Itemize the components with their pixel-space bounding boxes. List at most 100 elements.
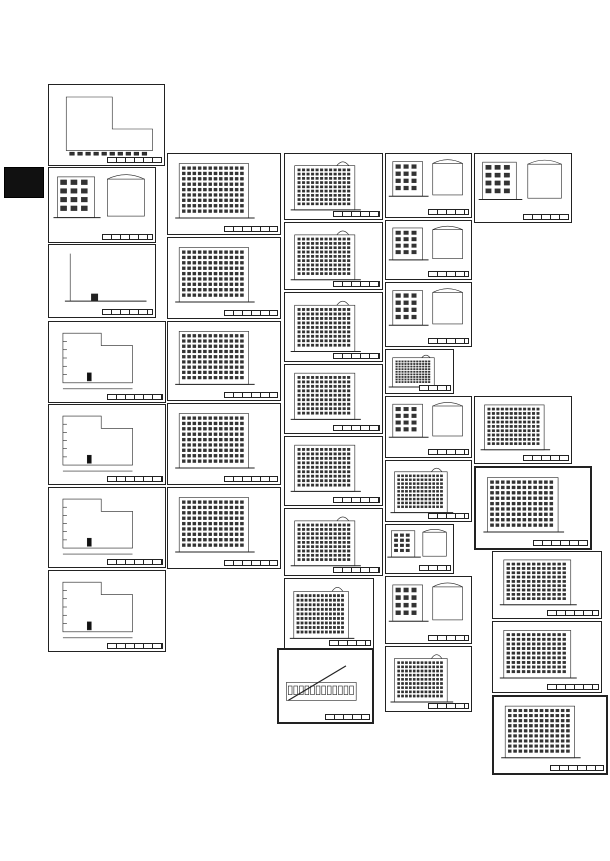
detail-sheet[interactable] bbox=[385, 576, 472, 644]
tower-elevation-sheet[interactable] bbox=[284, 222, 383, 290]
long-section-sheet[interactable] bbox=[277, 648, 374, 724]
sheet-drawing bbox=[390, 467, 454, 514]
title-block bbox=[547, 610, 599, 616]
elevation-sheet[interactable] bbox=[474, 396, 572, 464]
tower-elevation-sheet[interactable] bbox=[284, 508, 383, 576]
title-block bbox=[107, 476, 163, 482]
title-block bbox=[333, 211, 380, 217]
title-block bbox=[107, 643, 163, 649]
floor-plan-sheet[interactable] bbox=[48, 404, 166, 485]
tower-elevation-sheet[interactable] bbox=[385, 646, 472, 712]
sheet-drawing bbox=[175, 413, 255, 469]
sheet-drawing bbox=[290, 372, 361, 420]
title-block bbox=[328, 640, 371, 646]
sheet-drawing bbox=[286, 665, 357, 701]
title-block bbox=[418, 565, 451, 571]
tower-elevation-sheet[interactable] bbox=[284, 292, 383, 362]
detail-sheet[interactable] bbox=[385, 524, 454, 574]
elevation-sheet[interactable] bbox=[167, 321, 281, 401]
title-block bbox=[333, 353, 380, 359]
sheet-drawing bbox=[175, 163, 255, 219]
sheet-drawing bbox=[387, 529, 447, 558]
floor-plan-sheet[interactable] bbox=[48, 321, 166, 403]
tower-elevation-sheet[interactable] bbox=[284, 578, 374, 649]
detail-sheet[interactable] bbox=[385, 282, 472, 347]
tower-elevation-sheet[interactable] bbox=[284, 153, 383, 220]
plan-detail-sheet[interactable] bbox=[48, 167, 156, 243]
elevation-sheet[interactable] bbox=[284, 364, 383, 434]
detail-sheet[interactable] bbox=[385, 396, 472, 458]
detail-sheet[interactable] bbox=[385, 153, 472, 218]
sheet-drawing bbox=[53, 174, 145, 219]
title-block bbox=[224, 392, 278, 398]
sheet-drawing bbox=[390, 654, 454, 703]
sheet-drawing bbox=[175, 497, 255, 553]
sheet-drawing bbox=[499, 630, 577, 679]
sheet-drawing bbox=[478, 159, 562, 201]
title-block bbox=[428, 513, 469, 519]
elevation-sheet[interactable] bbox=[492, 551, 602, 619]
elevation-sheet[interactable] bbox=[167, 403, 281, 485]
title-block bbox=[418, 385, 451, 391]
sheet-drawing bbox=[499, 559, 577, 606]
title-block bbox=[333, 281, 380, 287]
title-block bbox=[325, 714, 370, 720]
sheet-drawing bbox=[388, 288, 463, 326]
detail-sheet[interactable] bbox=[474, 153, 572, 223]
elevation-sheet[interactable] bbox=[474, 466, 592, 550]
title-block bbox=[522, 455, 569, 461]
title-block bbox=[333, 425, 380, 431]
title-block bbox=[224, 226, 278, 232]
elevation-sheet[interactable] bbox=[167, 237, 281, 319]
sheet-drawing bbox=[62, 332, 133, 390]
sheet-drawing bbox=[290, 444, 361, 492]
title-block bbox=[428, 271, 469, 277]
sheet-drawing bbox=[388, 225, 463, 261]
elevation-sheet[interactable] bbox=[492, 695, 608, 775]
title-block bbox=[102, 309, 153, 315]
sheet-drawing bbox=[388, 582, 463, 622]
sheet-drawing bbox=[290, 516, 361, 567]
sheet-drawing bbox=[480, 404, 551, 451]
sheet-drawing bbox=[175, 331, 255, 385]
sheet-drawing bbox=[175, 247, 255, 303]
title-block bbox=[224, 310, 278, 316]
sheet-drawing bbox=[483, 477, 565, 533]
title-block bbox=[428, 703, 469, 709]
title-block bbox=[224, 476, 278, 482]
tower-elevation-sheet[interactable] bbox=[385, 460, 472, 522]
site-plan-sheet[interactable] bbox=[48, 84, 165, 166]
floor-plan-sheet[interactable] bbox=[48, 570, 166, 652]
sheet-drawing bbox=[62, 415, 133, 472]
title-block bbox=[106, 157, 162, 163]
section-diagram-sheet[interactable] bbox=[48, 244, 156, 318]
elevation-sheet[interactable] bbox=[492, 621, 602, 693]
title-block bbox=[547, 684, 599, 690]
sheet-drawing bbox=[65, 96, 153, 156]
title-block bbox=[522, 214, 569, 220]
title-block bbox=[428, 209, 469, 215]
cover-sheet-thumbnail[interactable] bbox=[4, 167, 44, 198]
sheet-drawing bbox=[388, 159, 463, 197]
sheet-drawing bbox=[501, 705, 581, 759]
title-block bbox=[428, 635, 469, 641]
title-block bbox=[102, 234, 153, 240]
elevation-sheet[interactable] bbox=[284, 436, 383, 506]
sheet-drawing bbox=[388, 354, 441, 388]
sheet-drawing bbox=[289, 586, 355, 639]
title-block bbox=[428, 338, 469, 344]
sheet-drawing bbox=[290, 300, 361, 352]
sheet-drawing bbox=[62, 581, 133, 639]
detail-sheet[interactable] bbox=[385, 220, 472, 280]
elevation-sheet[interactable] bbox=[167, 487, 281, 569]
title-block bbox=[107, 559, 163, 565]
elevation-sheet[interactable] bbox=[167, 153, 281, 235]
title-block bbox=[533, 540, 588, 546]
title-block bbox=[428, 449, 469, 455]
tower-elevation-sheet[interactable] bbox=[385, 349, 454, 394]
sheet-drawing bbox=[62, 498, 133, 555]
sheet-drawing bbox=[290, 230, 361, 281]
sheet-drawing bbox=[388, 402, 463, 438]
title-block bbox=[550, 765, 604, 771]
floor-plan-sheet[interactable] bbox=[48, 487, 166, 568]
